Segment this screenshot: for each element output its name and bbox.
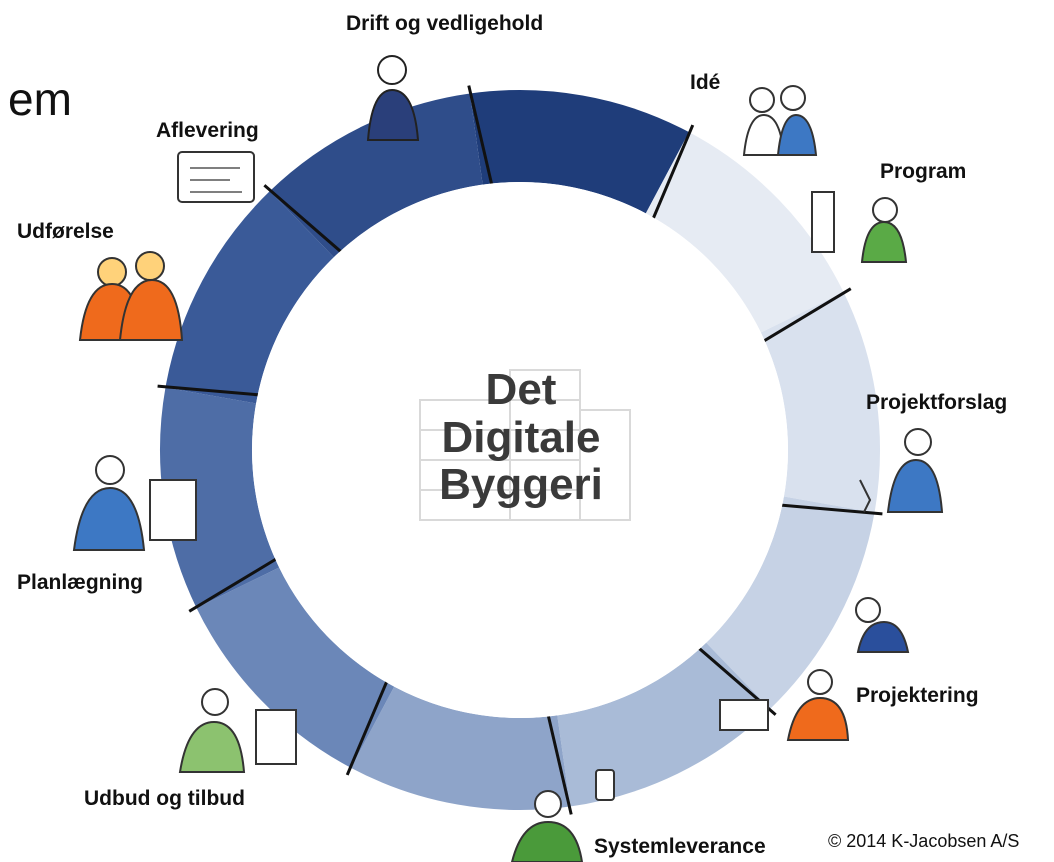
systemleverance-person-icon	[510, 769, 615, 862]
ring-segment-udbud	[196, 567, 395, 768]
ring-divider-udfoerelse	[157, 384, 262, 397]
ring-segment-projektforslag	[706, 496, 875, 709]
phase-label-ide: Idé	[690, 71, 721, 94]
phase-label-program: Program	[880, 160, 967, 183]
phase-label-projektforslag: Projektforslag	[866, 391, 1008, 414]
ring-divider-ide	[650, 124, 695, 222]
ring-divider-planlaegning	[188, 556, 280, 613]
phase-label-systemleverance: Systemleverance	[594, 835, 766, 858]
ring-divider-udbud	[345, 678, 390, 776]
phase-label-udfoerelse: Udførelse	[17, 220, 114, 243]
center-title: Det Digitale Byggeri	[391, 366, 651, 509]
ring-divider-projektforslag	[778, 503, 883, 516]
udfoerelse-workers-icon	[78, 251, 184, 341]
center-building-illustration	[419, 369, 631, 521]
ring-divider-aflevering	[263, 184, 345, 255]
phase-label-aflevering: Aflevering	[156, 119, 259, 142]
phase-label-drift: Drift og vedligehold	[346, 12, 544, 35]
projektforslag-person-icon	[859, 428, 944, 513]
ring-segment-projektering	[557, 642, 771, 807]
partial-slide-title: em	[8, 73, 72, 125]
program-person-icon	[811, 191, 908, 263]
center-title-line-3: Byggeri	[439, 460, 603, 510]
aflevering-tablet-icon	[177, 151, 255, 203]
center-disc	[252, 182, 788, 718]
ide-people-icon	[742, 85, 818, 156]
center-title-line-2: Digitale	[441, 412, 601, 462]
ring-segment-aflevering	[269, 93, 483, 258]
drift-person-icon	[366, 55, 420, 141]
ring-segment-planlaegning	[160, 387, 280, 608]
planlaegning-person-icon	[72, 455, 197, 551]
ring-segment-program	[760, 292, 880, 513]
projektering-people-icon	[719, 597, 910, 741]
ring-segment-drift	[469, 90, 690, 214]
ring-divider-drift	[467, 85, 494, 188]
udbud-person-icon	[178, 688, 297, 773]
phase-label-projektering: Projektering	[856, 684, 979, 707]
ring-divider-systemleverance	[546, 712, 573, 815]
ring-segment-ide	[645, 132, 844, 333]
copyright-notice: © 2014 K-Jacobsen A/S	[828, 831, 1020, 851]
ring-segment-systemleverance	[350, 686, 571, 810]
center-title-line-1: Det	[485, 365, 557, 414]
phase-label-planlaegning: Planlægning	[17, 571, 143, 594]
ring-divider-program	[760, 287, 852, 344]
phase-label-udbud: Udbud og tilbud	[84, 787, 245, 810]
ring-segment-udfoerelse	[165, 191, 334, 404]
